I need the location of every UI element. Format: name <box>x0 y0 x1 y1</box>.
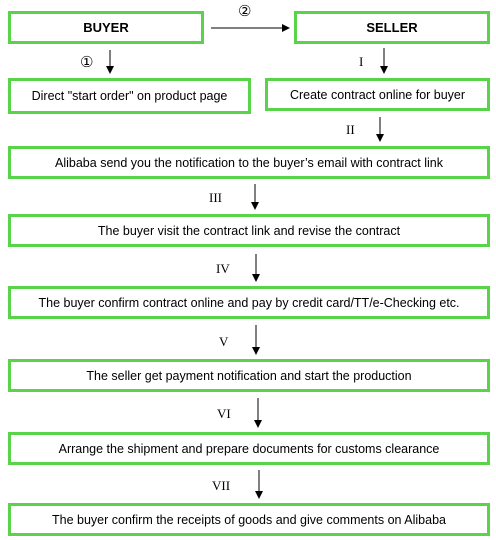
arrange-shipment-box: Arrange the shipment and prepare documen… <box>8 432 490 465</box>
start-production-box: The seller get payment notification and … <box>8 359 490 392</box>
seller-label: SELLER <box>366 20 418 35</box>
step-label-3: III <box>209 190 222 205</box>
start-order-label: Direct "start order" on product page <box>31 89 228 103</box>
revise-contract-label: The buyer visit the contract link and re… <box>97 223 401 238</box>
seller-box: SELLER <box>294 11 490 44</box>
confirm-receipt-box: The buyer confirm the receipts of goods … <box>8 503 490 536</box>
revise-contract-box: The buyer visit the contract link and re… <box>8 214 490 247</box>
step-label-2: II <box>346 122 355 137</box>
confirm-pay-box: The buyer confirm contract online and pa… <box>8 286 490 319</box>
notification-label: Alibaba send you the notification to the… <box>55 155 443 170</box>
step-label-1: I <box>359 54 364 69</box>
create-contract-label: Create contract online for buyer <box>289 87 466 102</box>
start-order-box: Direct "start order" on product page <box>8 78 251 114</box>
buyer-label: BUYER <box>83 20 129 35</box>
step-label-6: VI <box>217 406 231 421</box>
create-contract-box: Create contract online for buyer <box>265 78 490 111</box>
arrange-shipment-label: Arrange the shipment and prepare documen… <box>58 441 440 456</box>
confirm-receipt-label: The buyer confirm the receipts of goods … <box>52 512 446 527</box>
confirm-pay-label: The buyer confirm contract online and pa… <box>38 295 460 310</box>
buyer-box: BUYER <box>8 11 204 44</box>
start-production-label: The seller get payment notification and … <box>86 368 412 383</box>
step-label-5: V <box>219 334 229 349</box>
step-label-buyer-down: ① <box>80 53 94 71</box>
step-label-7: VII <box>212 478 231 493</box>
step-label-4: IV <box>216 261 230 276</box>
notification-box: Alibaba send you the notification to the… <box>8 146 490 179</box>
step-label-buyer-to-seller: ② <box>238 2 252 20</box>
